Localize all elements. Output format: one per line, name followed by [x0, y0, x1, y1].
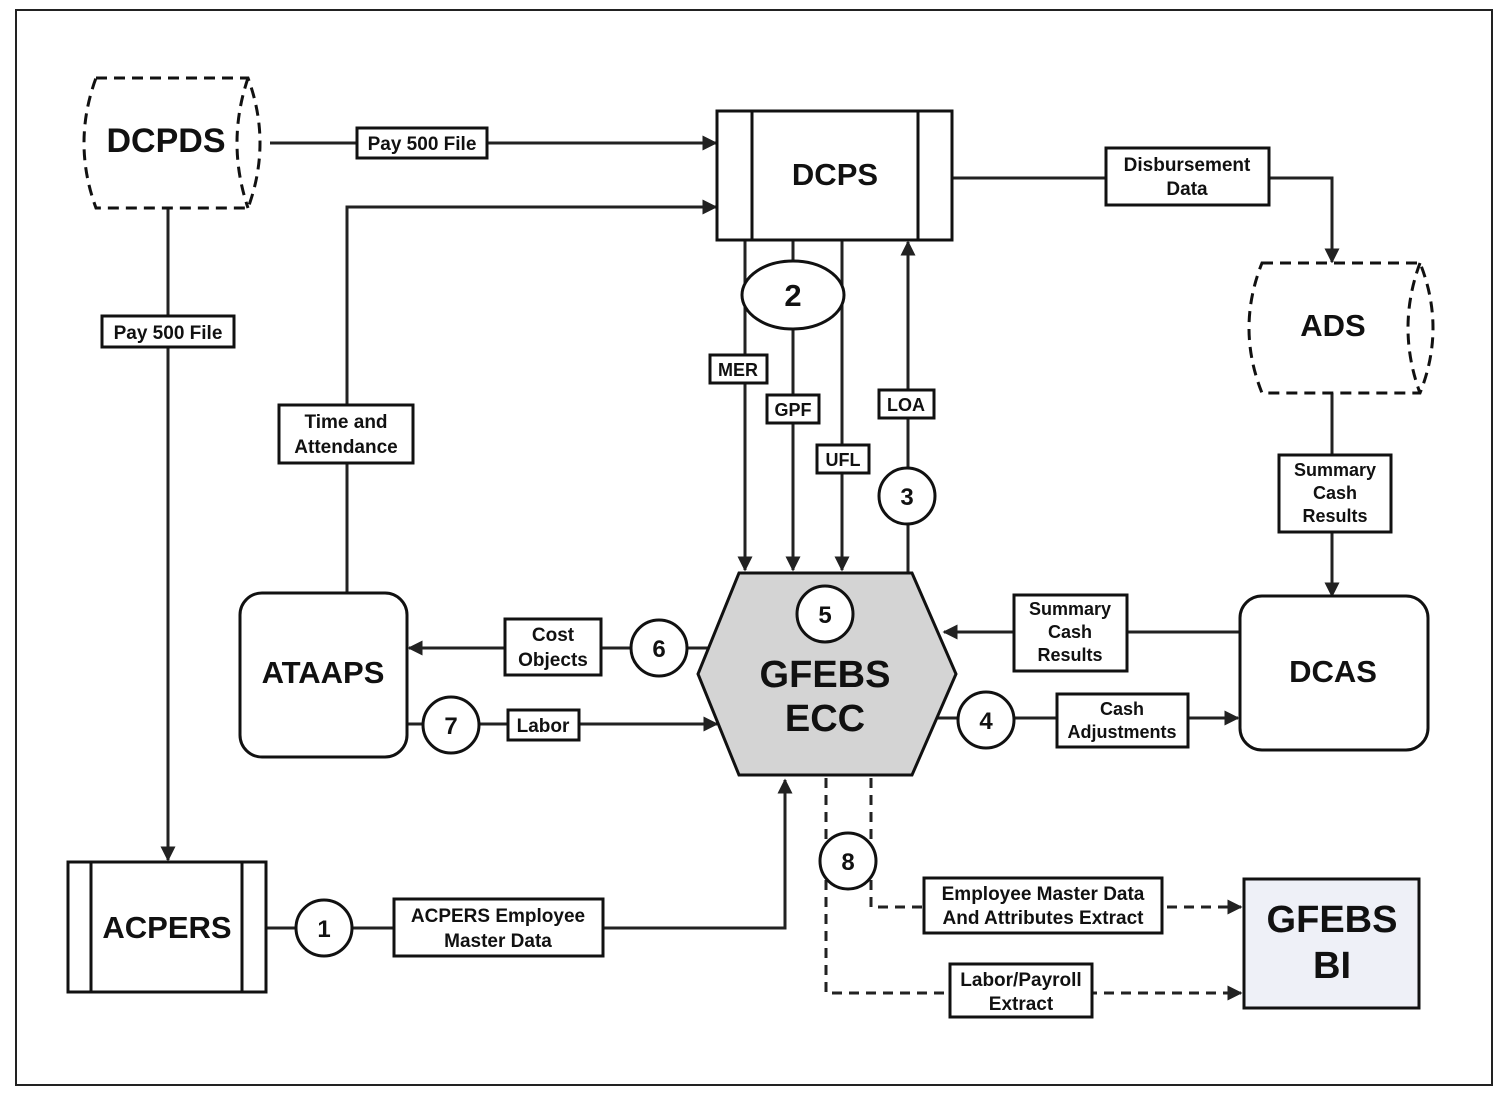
- label-disbursement-line2: Data: [1166, 179, 1208, 200]
- node-dcas-label: DCAS: [1289, 654, 1377, 689]
- label-labor-payroll-line2: Extract: [989, 994, 1054, 1015]
- step-3-text: 3: [900, 484, 913, 511]
- label-labor-payroll-line1: Labor/Payroll: [960, 970, 1081, 991]
- node-ataaps: ATAAPS: [238, 591, 409, 759]
- node-dcpds: DCPDS: [82, 76, 262, 210]
- label-acpers-emd-line2: Master Data: [444, 931, 552, 952]
- label-cost-objects: Cost Objects: [503, 617, 603, 677]
- label-cashadj-line2: Adjustments: [1067, 722, 1176, 742]
- label-labor-payroll: Labor/Payroll Extract: [948, 962, 1094, 1019]
- step-marker-8: 8: [818, 831, 878, 891]
- step-1-text: 1: [317, 916, 330, 943]
- step-marker-5: 5: [795, 584, 855, 644]
- label-scr-dcas-line2: Cash: [1048, 622, 1092, 642]
- label-acpers-emd: ACPERS Employee Master Data: [392, 897, 605, 958]
- label-scr-ads-line2: Cash: [1313, 483, 1357, 503]
- label-loa-text: LOA: [887, 395, 925, 415]
- step-marker-2: 2: [740, 259, 846, 331]
- label-pay500-left: Pay 500 File: [100, 314, 236, 349]
- node-ads-label: ADS: [1300, 308, 1365, 343]
- step-8-text: 8: [841, 849, 854, 876]
- label-cashadj-line1: Cash: [1100, 699, 1144, 719]
- label-mer-text: MER: [718, 360, 758, 380]
- label-cash-adjustments: Cash Adjustments: [1055, 692, 1190, 749]
- node-gfebs-bi-label-2: BI: [1313, 945, 1351, 987]
- label-gpf-text: GPF: [774, 400, 811, 420]
- step-marker-6: 6: [629, 618, 689, 678]
- label-scr-ads-line3: Results: [1302, 506, 1367, 526]
- label-ufl-text: UFL: [826, 450, 861, 470]
- label-scr-dcas-line3: Results: [1037, 645, 1102, 665]
- label-gpf: GPF: [765, 393, 821, 425]
- node-acpers-label: ACPERS: [102, 910, 231, 945]
- step-4-text: 4: [979, 708, 993, 735]
- label-ufl: UFL: [815, 443, 871, 475]
- gfebs-ecc-shape: [696, 571, 958, 777]
- node-ads: ADS: [1247, 261, 1435, 395]
- label-scr-ads-line1: Summary: [1294, 460, 1376, 480]
- label-emd-extract-line1: Employee Master Data: [942, 884, 1145, 905]
- label-mer: MER: [708, 353, 769, 385]
- step-7-text: 7: [444, 713, 457, 740]
- node-acpers: ACPERS: [66, 860, 268, 994]
- label-disbursement-line1: Disbursement: [1124, 155, 1251, 176]
- label-cost-line1: Cost: [532, 625, 575, 646]
- step-2-text: 2: [784, 278, 801, 313]
- label-disbursement-data: Disbursement Data: [1104, 146, 1271, 207]
- label-time-line2: Attendance: [294, 437, 397, 458]
- node-dcps-label: DCPS: [792, 157, 878, 192]
- node-ataaps-label: ATAAPS: [262, 655, 385, 690]
- label-scr-dcas-line1: Summary: [1029, 599, 1111, 619]
- flow-ataaps-to-dcps: [345, 199, 718, 592]
- label-loa: LOA: [877, 388, 936, 420]
- step-marker-4: 4: [956, 690, 1016, 750]
- label-pay500-top: Pay 500 File: [355, 126, 489, 160]
- step-marker-7: 7: [421, 695, 481, 755]
- label-pay500-left-text: Pay 500 File: [114, 323, 223, 344]
- label-labor: Labor: [506, 708, 581, 742]
- label-time-line1: Time and: [304, 412, 387, 433]
- node-dcpds-label: DCPDS: [106, 122, 225, 160]
- label-emd-extract: Employee Master Data And Attributes Extr…: [922, 876, 1164, 935]
- step-marker-3: 3: [877, 466, 937, 526]
- step-marker-1: 1: [294, 898, 354, 958]
- node-gfebs-ecc: GFEBS ECC: [696, 571, 958, 777]
- step-6-text: 6: [652, 636, 665, 663]
- node-gfebs-ecc-label-1: GFEBS: [760, 654, 891, 696]
- node-dcas: DCAS: [1238, 594, 1430, 752]
- diagram-frame: [15, 9, 1493, 1086]
- label-time-attendance: Time and Attendance: [277, 403, 415, 465]
- node-gfebs-ecc-label-2: ECC: [785, 698, 865, 740]
- node-dcps: DCPS: [715, 109, 954, 242]
- label-acpers-emd-line1: ACPERS Employee: [411, 906, 585, 927]
- node-gfebs-bi-label-1: GFEBS: [1267, 899, 1398, 941]
- label-summary-cash-ads: Summary Cash Results: [1277, 453, 1393, 534]
- label-emd-extract-line2: And Attributes Extract: [943, 908, 1145, 929]
- node-gfebs-bi: GFEBS BI: [1242, 877, 1421, 1010]
- flow-dcps-to-ads: [953, 176, 1340, 264]
- label-summary-cash-dcas: Summary Cash Results: [1012, 593, 1129, 673]
- label-cost-line2: Objects: [518, 650, 588, 671]
- step-5-text: 5: [818, 602, 831, 629]
- label-labor-text: Labor: [517, 716, 570, 737]
- label-pay500-top-text: Pay 500 File: [368, 134, 477, 155]
